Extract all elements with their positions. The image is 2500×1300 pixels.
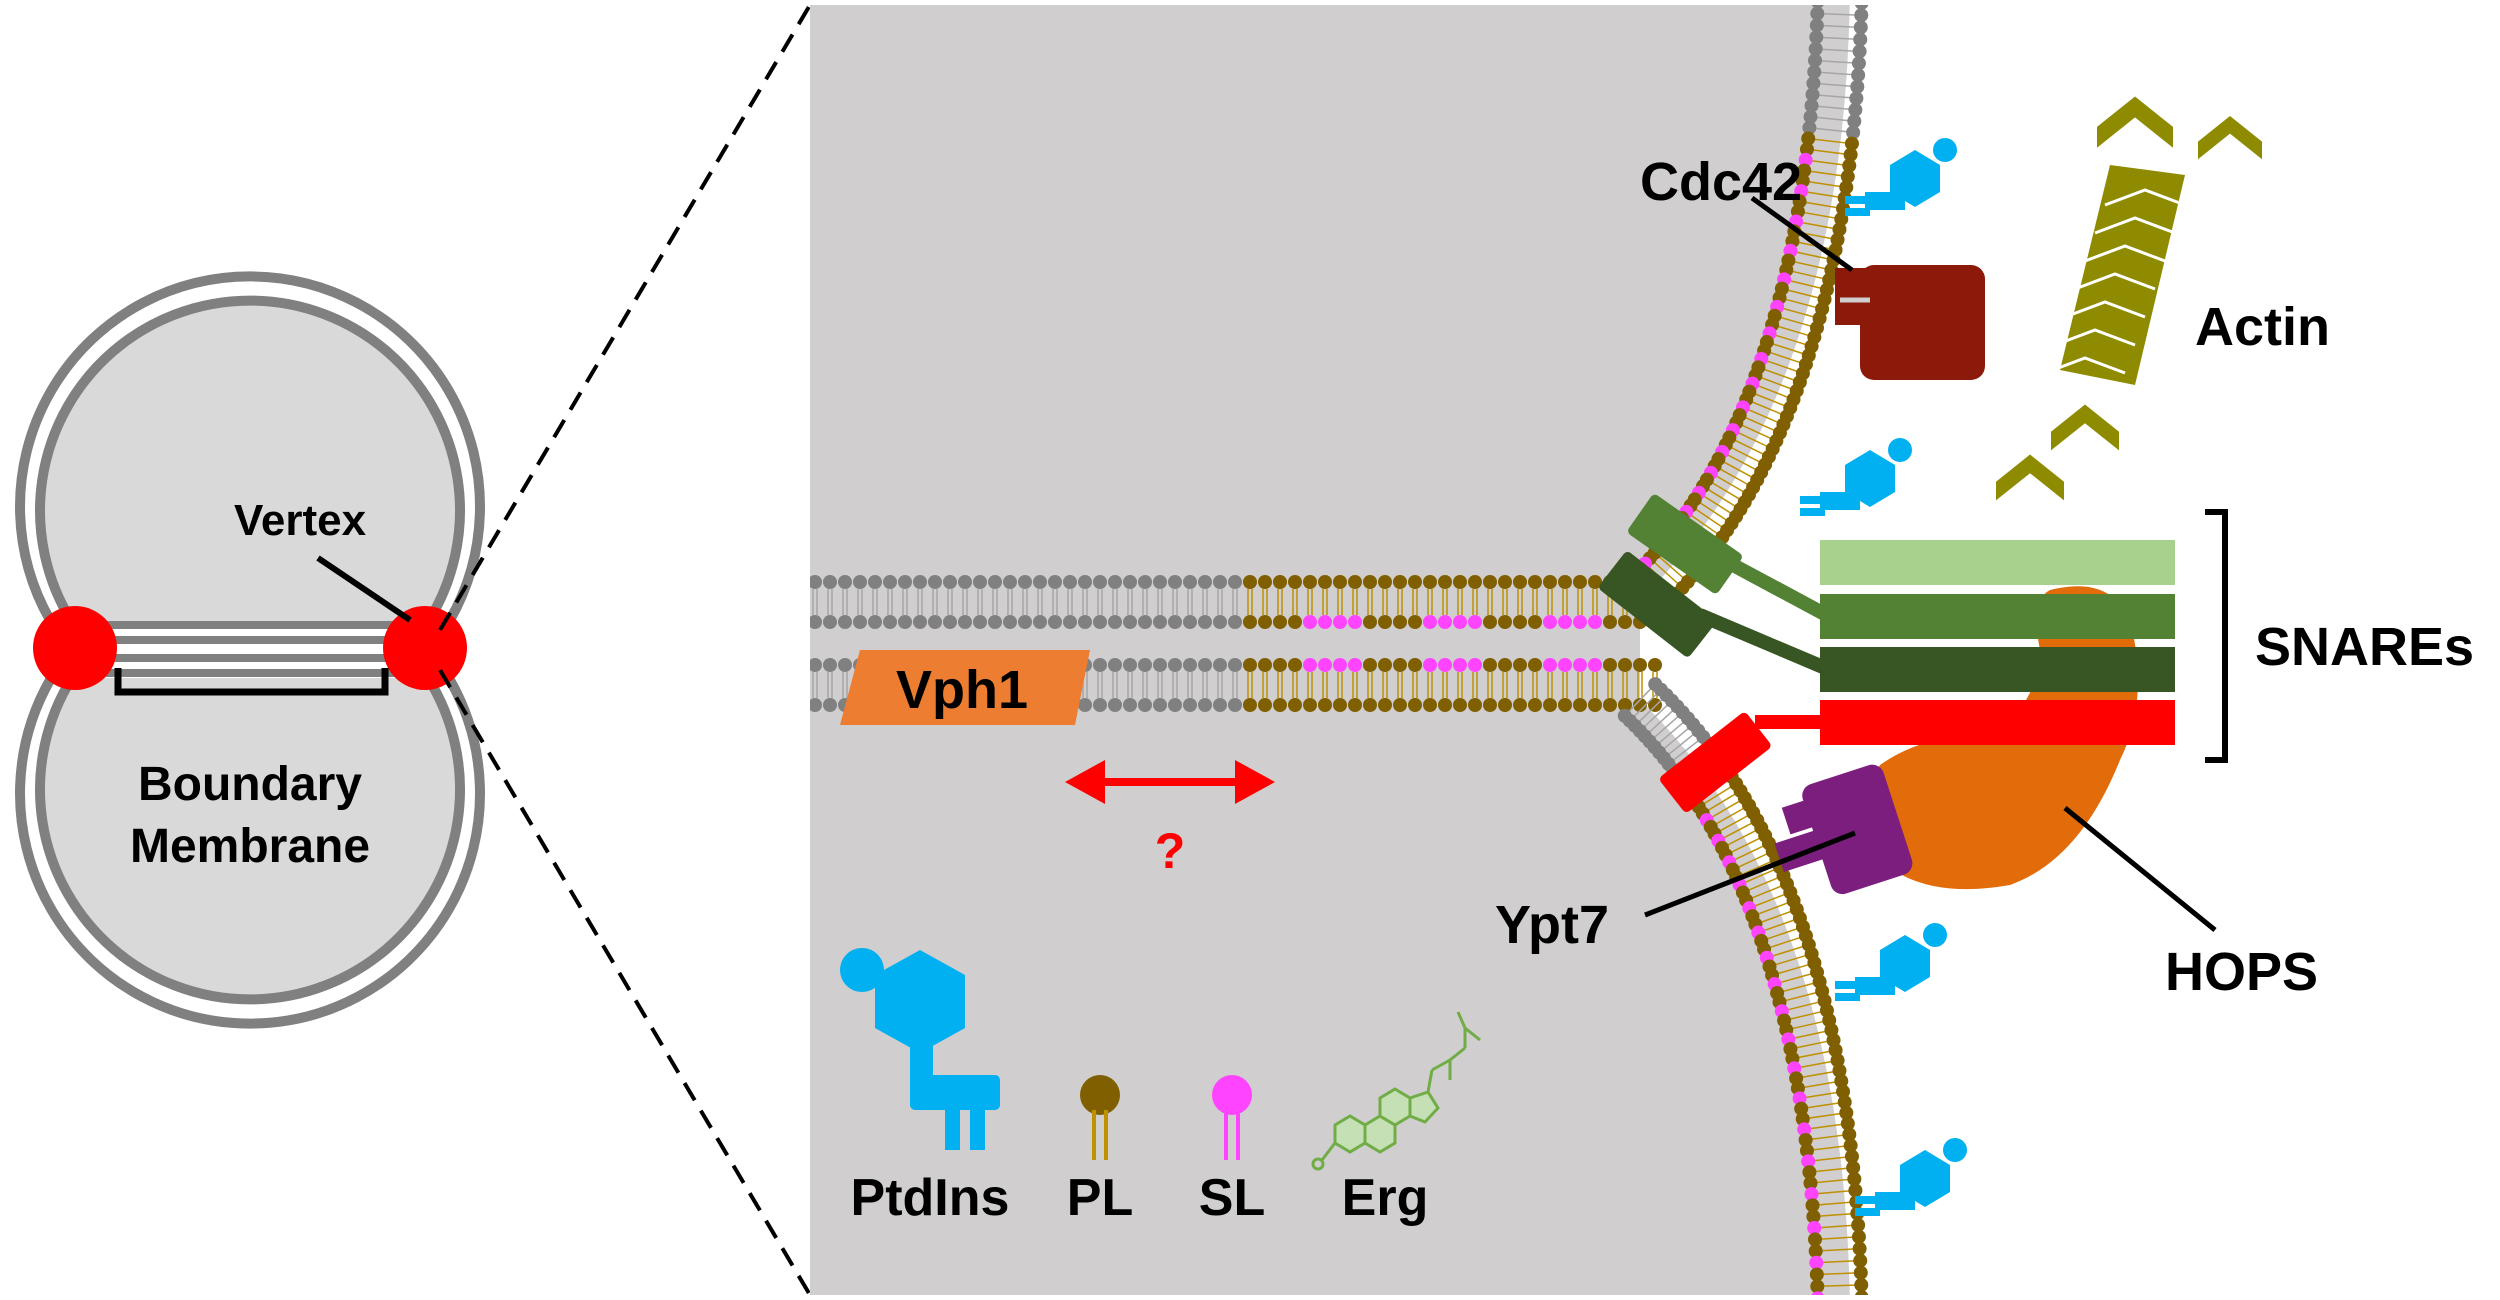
vph1-label: Vph1 [896,660,1028,720]
lower-vacuole-inner-membrane [35,675,465,1005]
vertex-ring-right [383,606,467,690]
actin-label: Actin [2195,297,2330,357]
boundary-label-line1: Boundary [138,758,362,811]
lower-membrane-bilayer [1617,677,1869,1295]
cdc42-label: Cdc42 [1640,152,1802,212]
snare-bar-red [1820,700,2175,745]
legend-sl-label: SL [1199,1169,1265,1227]
legend-ptdins-icon [840,948,1000,1150]
vph1-protein: Vph1 [840,650,1090,725]
upper-vacuole-outer-membrane [15,271,485,623]
docked-vacuoles: Vertex Boundary Membrane [15,271,485,1029]
zoom-line-bottom [438,668,812,1297]
boundary-label-line2: Membrane [130,820,370,873]
actin-filament [1996,96,2262,501]
legend: PtdIns PL SL [840,948,1481,1227]
legend-ptdins-label: PtdIns [851,1169,1010,1227]
diffusion-arrow: ? [1065,760,1275,879]
lower-vacuole-outer-membrane [15,677,485,1029]
vertex-pointer [316,555,412,623]
legend-erg-label: Erg [1342,1169,1429,1227]
upper-vacuole-inner-membrane [35,295,465,625]
snares-label: SNAREs [2255,617,2474,677]
ypt7-protein: Ypt7 [1495,764,1913,955]
hops-label: HOPS [2165,942,2318,1002]
legend-sphingolipid-icon [1212,1075,1252,1160]
snare-bar-light [1820,540,2175,585]
legend-phospholipid-icon [1080,1075,1120,1160]
vertex-ring-left [33,606,117,690]
vertex-label: Vertex [234,496,367,545]
question-mark: ? [1155,823,1186,879]
boundary-bracket [114,668,389,696]
snare-bar-mid [1820,594,2175,639]
ypt7-label: Ypt7 [1495,895,1609,955]
legend-pl-label: PL [1067,1169,1133,1227]
snare-bar-dark [1820,647,2175,692]
cdc42-protein: Cdc42 [1640,152,1985,380]
legend-ergosterol-icon [1311,1011,1481,1171]
zoom-line-top [438,3,812,632]
ptdins-molecules [1800,138,1967,1216]
